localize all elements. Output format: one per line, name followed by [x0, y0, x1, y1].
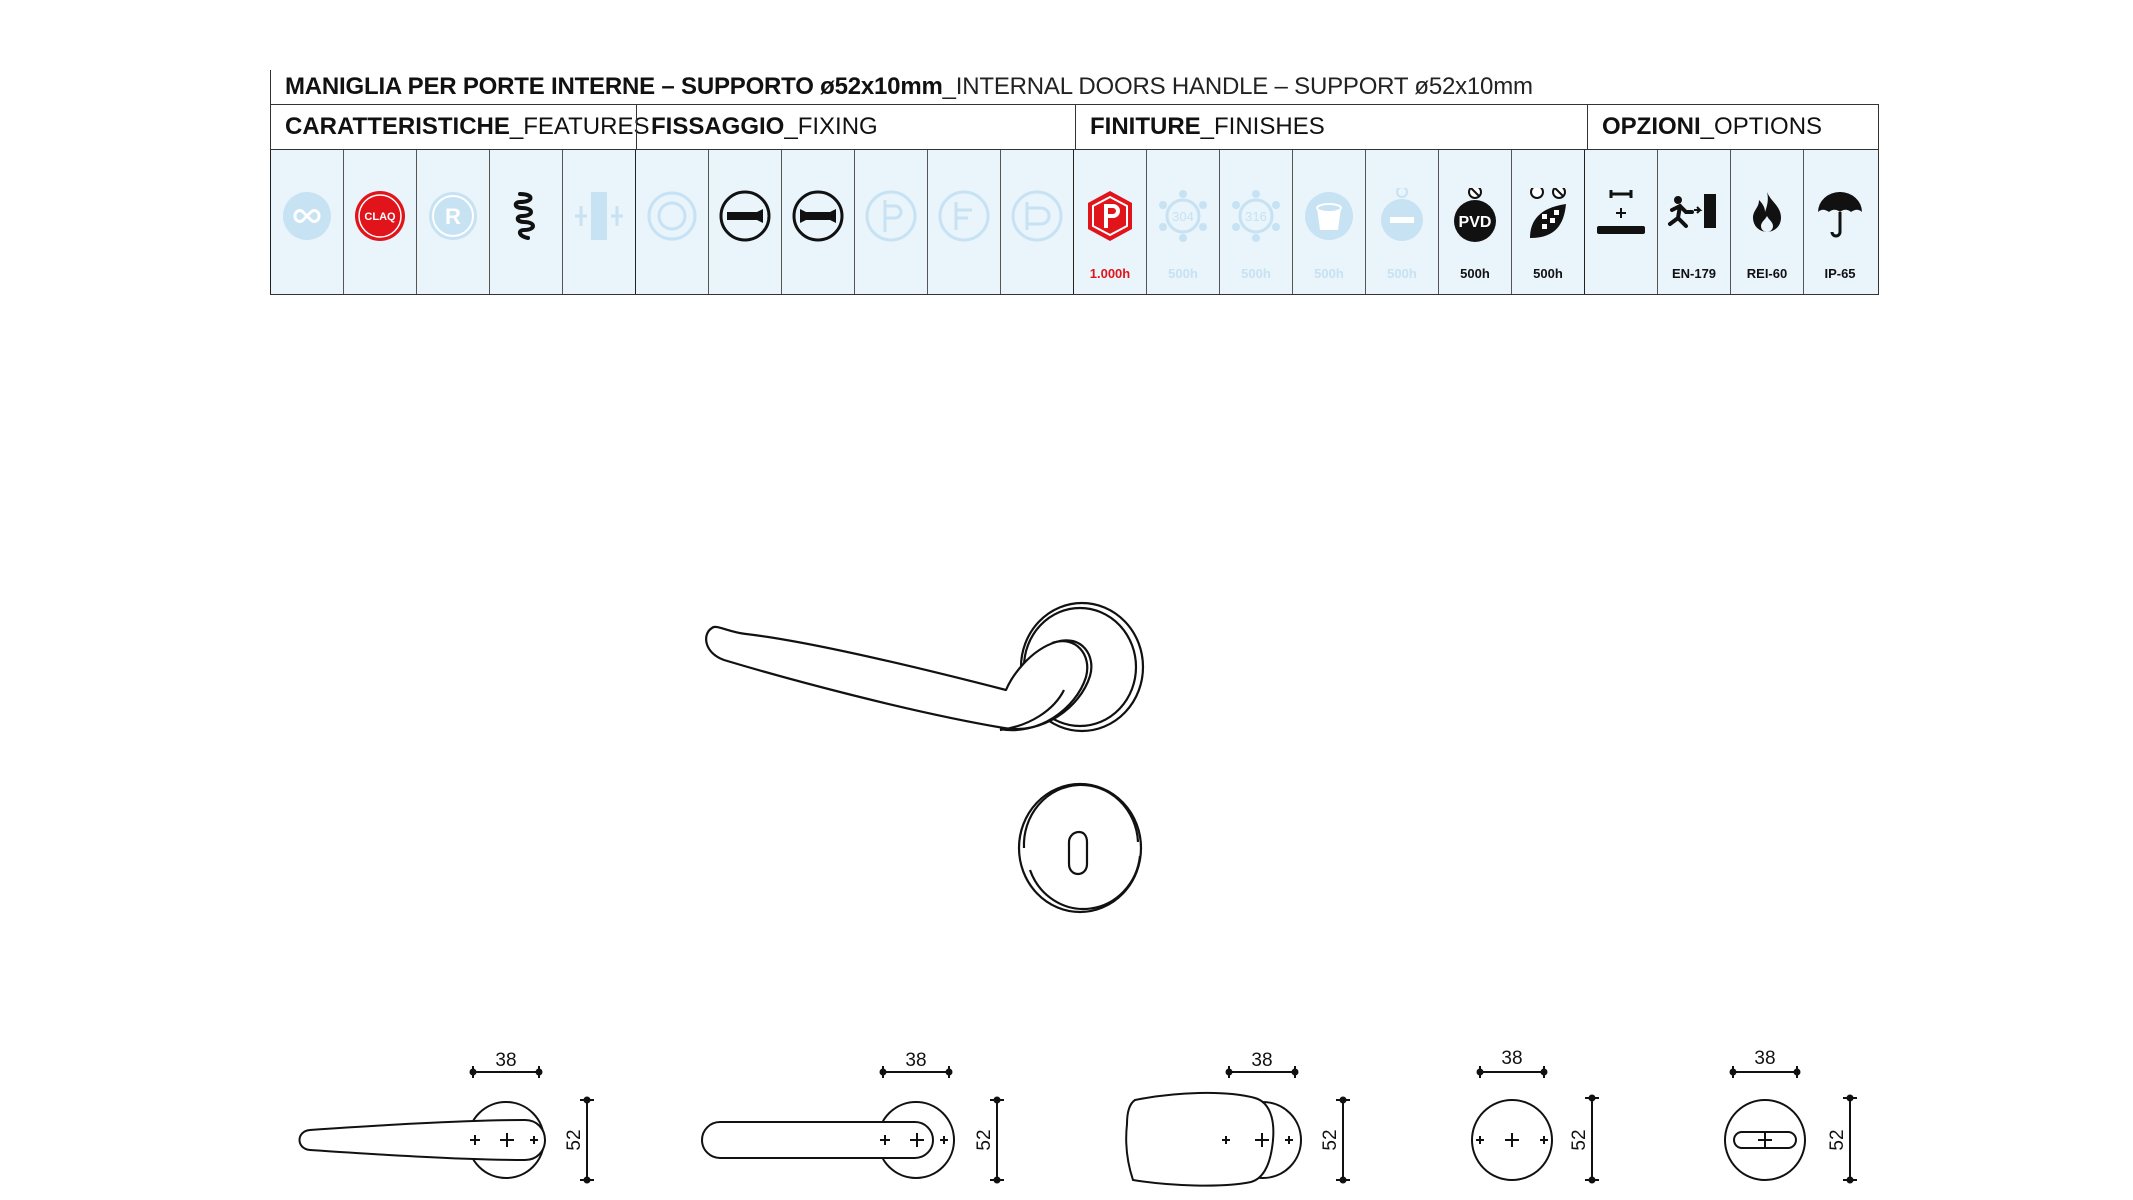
handle-perspective-drawing: [705, 601, 1145, 914]
claq-badge-icon: CLAQ: [343, 150, 416, 294]
fixing-d-icon: [1000, 150, 1073, 294]
door-thickness-icon: [562, 150, 635, 294]
dim-knob: [1125, 1066, 1350, 1187]
steel-316-caption: 500h: [1241, 266, 1271, 281]
claq-label: CLAQ: [364, 211, 396, 223]
infinity-ring-icon: [270, 150, 343, 294]
registered-r-icon: R: [416, 150, 489, 294]
paint-bucket-caption: 500h: [1314, 266, 1344, 281]
dim-rosette: [1471, 1066, 1599, 1184]
umbrella-icon: IP-65: [1803, 150, 1876, 294]
section-options-it: OPZIONI: [1602, 113, 1701, 140]
dim-wc-rosette: [1724, 1066, 1857, 1184]
dim-1-height-label: 52: [564, 1129, 585, 1150]
section-fixing: FISSAGGIO_FIXING: [636, 105, 1075, 149]
pvd-badge-icon: PVD 500h: [1438, 150, 1511, 294]
section-options: OPZIONI_OPTIONS: [1587, 105, 1879, 149]
steel-304-icon: 304 500h: [1146, 150, 1219, 294]
r-label: R: [445, 204, 461, 229]
spring-icon: [489, 150, 562, 294]
dimension-drawings: [298, 1066, 1857, 1187]
fixing-p-icon: [854, 150, 927, 294]
paint-bucket-icon: 500h: [1292, 150, 1365, 294]
umbrella-caption: IP-65: [1824, 266, 1856, 281]
dim-4-height-label: 52: [1569, 1129, 1590, 1150]
dim-3-height-label: 52: [1320, 1129, 1341, 1150]
section-fixing-en: _FIXING: [784, 113, 878, 140]
minus-circle-icon: 500h: [1365, 150, 1438, 294]
dim-5-height-label: 52: [1827, 1129, 1848, 1150]
screw-fixing-icon: [708, 150, 781, 294]
dim-4-width-label: 38: [1501, 1048, 1522, 1069]
dim-2-width-label: 38: [905, 1050, 926, 1071]
antibacterial-leaf-icon: 500h: [1511, 150, 1584, 294]
section-fixing-it: FISSAGGIO: [651, 113, 785, 140]
emergency-exit-icon: EN-179: [1657, 150, 1730, 294]
title-italian: MANIGLIA PER PORTE INTERNE – SUPPORTO ø5…: [285, 73, 943, 100]
dim-1-width-label: 38: [495, 1050, 516, 1071]
dim-3-width-label: 38: [1251, 1050, 1272, 1071]
steel-304-label: 304: [1172, 209, 1194, 224]
fire-flame-icon: REI-60: [1730, 150, 1803, 294]
fixing-e-icon: [927, 150, 1000, 294]
protect-p-caption: 1.000h: [1089, 266, 1131, 281]
dim-5-width-label: 38: [1754, 1048, 1775, 1069]
icon-row: CLAQ R 1.000h: [270, 150, 1879, 295]
title-english: _INTERNAL DOORS HANDLE – SUPPORT ø52x10m…: [942, 73, 1533, 100]
section-features: CARATTERISTICHE_FEATURES: [270, 105, 649, 149]
concentric-rings-icon: [635, 150, 708, 294]
minus-circle-caption: 500h: [1387, 266, 1417, 281]
product-title: MANIGLIA PER PORTE INTERNE – SUPPORTO ø5…: [270, 70, 1879, 105]
steel-316-icon: 316 500h: [1219, 150, 1292, 294]
section-features-en: _FEATURES: [509, 113, 650, 140]
protect-p-hexagon-icon: 1.000h: [1073, 150, 1146, 294]
steel-316-label: 316: [1245, 209, 1267, 224]
spec-table: MANIGLIA PER PORTE INTERNE – SUPPORTO ø5…: [270, 70, 1879, 295]
section-finishes-en: _FINISHES: [1200, 113, 1325, 140]
emergency-exit-caption: EN-179: [1671, 266, 1717, 281]
dim-lever-straight: [701, 1066, 1004, 1184]
thickness-plus-icon: [1584, 150, 1657, 294]
section-header-row: CARATTERISTICHE_FEATURES FISSAGGIO_FIXIN…: [270, 105, 1879, 150]
dim-2-height-label: 52: [974, 1129, 995, 1150]
section-finishes-it: FINITURE: [1090, 113, 1201, 140]
section-options-en: _OPTIONS: [1700, 113, 1823, 140]
pvd-label: PVD: [1459, 214, 1492, 231]
section-finishes: FINITURE_FINISHES: [1075, 105, 1587, 149]
section-features-it: CARATTERISTICHE: [285, 113, 510, 140]
dim-lever-round-end: [298, 1066, 594, 1184]
through-bolt-icon: [781, 150, 854, 294]
steel-304-caption: 500h: [1168, 266, 1198, 281]
pvd-caption: 500h: [1460, 266, 1490, 281]
fire-flame-caption: REI-60: [1746, 266, 1788, 281]
antibacterial-caption: 500h: [1533, 266, 1563, 281]
